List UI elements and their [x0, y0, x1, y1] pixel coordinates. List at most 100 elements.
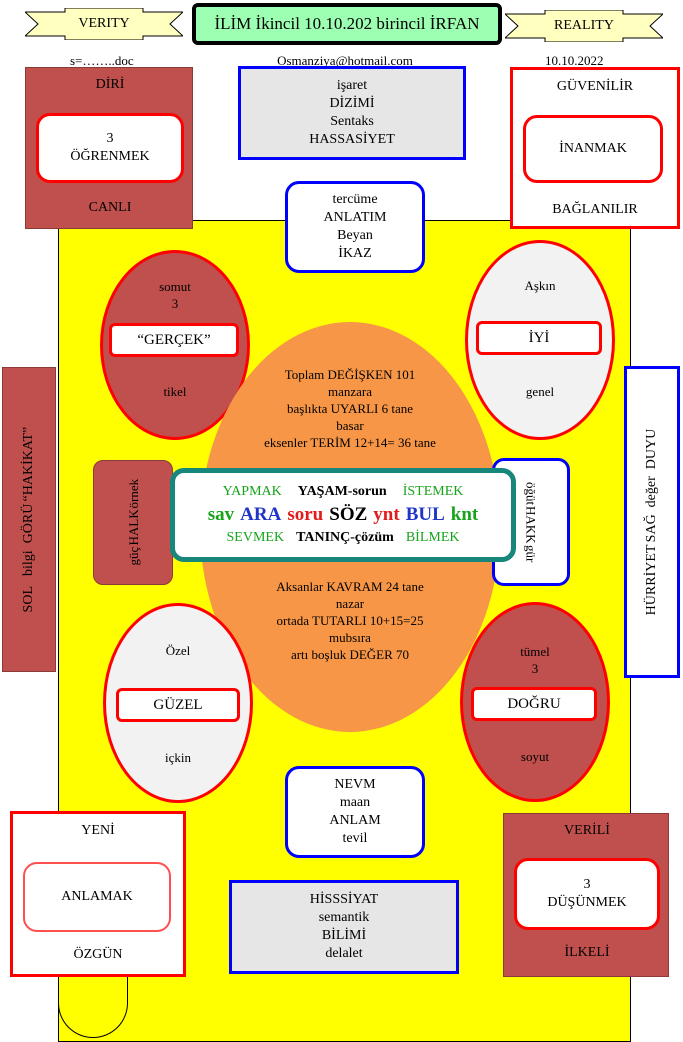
top-gray-line: Sentaks — [330, 114, 374, 129]
ellipse-lower-right-top: tümel 3 — [463, 643, 607, 677]
orange-lower-line: mubsıra — [329, 630, 371, 645]
filename-label: s=……..doc — [70, 53, 134, 68]
orange-lower-line: Aksanlar KAVRAM 24 tane — [276, 579, 424, 594]
bottom-gray-line: delalet — [325, 946, 363, 961]
bottom-blue-line: tevil — [342, 831, 368, 846]
ribbon-shape — [505, 10, 663, 42]
center-word: ARA — [240, 504, 282, 525]
orange-upper-text: Toplam DEĞİŞKEN 101 manzara başlıkta UYA… — [210, 366, 490, 451]
center-word: knt — [450, 504, 479, 525]
corner-top-left-inner-line: ÖĞRENMEK — [70, 149, 150, 164]
right-outer-line: HÜRRİYET — [644, 544, 659, 616]
corner-top-right-inner-line: İNANMAK — [559, 141, 627, 156]
center-box: YAPMAK YAŞAM-sorun İSTEMEK sav ARA soru … — [170, 468, 516, 562]
orange-upper-line: eksenler TERİM 12+14= 36 tane — [264, 435, 436, 450]
ellipse-lower-right-bottom: soyut — [520, 749, 550, 764]
left-outer-box: SOL bilgi GÖRÜ “HAKİKAT” — [2, 367, 56, 672]
ribbon-shape — [25, 8, 183, 40]
left-outer-line: SOL bilgi GÖRÜ — [21, 503, 36, 613]
ellipse-lower-right-top-line: 3 — [531, 661, 539, 676]
center-row-1: YAPMAK YAŞAM-sorun İSTEMEK — [223, 483, 464, 501]
right-inner-line: öğüt — [523, 481, 539, 506]
corner-bottom-left-top: YENİ — [81, 823, 115, 838]
orange-upper-line: basar — [336, 418, 364, 433]
top-blue-line: Beyan — [337, 228, 373, 243]
ellipse-upper-left: somut 3 “GERÇEK” tikel — [100, 250, 250, 440]
corner-top-right: GÜVENİLİR İNANMAK BAĞLANILIR — [510, 67, 680, 229]
right-outer-text: HÜRRİYET SAĞ değer DUYU — [643, 429, 661, 615]
bottom-blue-block: NEVM maan ANLAM tevil — [285, 766, 425, 858]
top-gray-block: işaret DİZİMİ Sentaks HASSASİYET — [238, 66, 466, 160]
bottom-gray-line: HİSSSİYAT — [309, 892, 379, 907]
date-label: 10.10.2022 — [545, 53, 604, 68]
orange-lower-line: ortada TUTARLI 10+15=25 — [276, 613, 424, 628]
top-gray-line: HASSASİYET — [309, 132, 395, 147]
center-word: ynt — [373, 504, 400, 525]
reality-label: REALITY — [554, 18, 614, 33]
corner-top-right-top: GÜVENİLİR — [556, 79, 634, 94]
center-word: SEVMEK — [226, 530, 285, 545]
corner-top-left-bottom: CANLI — [88, 200, 132, 215]
ellipse-lower-right-top-line: tümel — [520, 644, 550, 659]
corner-bottom-right: VERİLİ 3 DÜŞÜNMEK İLKELİ — [503, 813, 669, 977]
ellipse-upper-right: Aşkın İYİ genel — [465, 240, 615, 440]
corner-bottom-right-inner: 3 DÜŞÜNMEK — [514, 858, 660, 930]
corner-top-left-inner-line: 3 — [106, 131, 114, 146]
ellipse-lower-left: Özel GÜZEL içkin — [103, 603, 253, 803]
center-word: soru — [287, 504, 324, 525]
ellipse-upper-left-top-line: 3 — [171, 296, 179, 311]
corner-bottom-right-bottom: İLKELİ — [564, 945, 610, 960]
corner-bottom-right-inner-line: DÜŞÜNMEK — [547, 895, 627, 910]
center-word: BİLMEK — [405, 530, 460, 545]
left-inner-line: güç — [125, 546, 141, 566]
page-title: İLİM İkincil 10.10.202 birincil İRFAN — [192, 3, 502, 45]
corner-top-left-inner: 3 ÖĞRENMEK — [36, 113, 184, 183]
corner-top-left-top: DİRİ — [95, 77, 125, 92]
center-word: İSTEMEK — [402, 484, 464, 499]
center-row-2: sav ARA soru SÖZ ynt BUL knt — [208, 504, 478, 526]
left-outer-line: “HAKİKAT” — [21, 426, 36, 502]
top-blue-line: ANLATIM — [323, 210, 387, 225]
center-word: YAŞAM-sorun — [297, 484, 387, 499]
top-blue-line: İKAZ — [338, 246, 372, 261]
center-word: TANINÇ-çözüm — [296, 530, 394, 545]
corner-bottom-right-top: VERİLİ — [564, 823, 610, 838]
right-inner-line: HAKK — [523, 506, 539, 544]
left-inner-box: güç HALK örnek — [93, 460, 173, 585]
orange-lower-line: artı boşluk DEĞER 70 — [290, 647, 410, 662]
bottom-blue-line: maan — [339, 795, 371, 810]
right-inner-line: gür — [523, 544, 539, 563]
bottom-gray-line: BİLİMİ — [321, 928, 367, 943]
email-label: Osmanziya@hotmail.com — [277, 53, 413, 68]
bottom-blue-line: ANLAM — [329, 813, 381, 828]
right-outer-box: HÜRRİYET SAĞ değer DUYU — [624, 366, 680, 678]
left-outer-text: SOL bilgi GÖRÜ “HAKİKAT” — [20, 427, 38, 612]
left-inner-line: örnek — [125, 479, 141, 509]
ellipse-upper-left-top-line: somut — [159, 279, 191, 294]
left-inner-text: güç HALK örnek — [125, 479, 142, 566]
verity-label: VERITY — [78, 16, 130, 31]
orange-upper-line: başlıkta UYARLI 6 tane — [286, 401, 413, 416]
orange-upper-line: Toplam DEĞİŞKEN 101 — [284, 367, 416, 382]
center-word: sav — [207, 504, 235, 525]
ellipse-upper-right-top: Aşkın — [524, 278, 556, 293]
ellipse-lower-left-label: GÜZEL — [116, 688, 240, 722]
corner-top-right-inner: İNANMAK — [523, 115, 663, 183]
ellipse-upper-right-label: İYİ — [476, 321, 602, 355]
ellipse-lower-right-label: DOĞRU — [471, 687, 597, 721]
orange-lower-line: nazar — [335, 596, 365, 611]
right-inner-text: öğüt HAKK gür — [523, 482, 540, 562]
ellipse-lower-left-bottom: içkin — [165, 750, 191, 765]
corner-bottom-left-inner-line: ANLAMAK — [61, 889, 133, 904]
corner-top-left: DİRİ 3 ÖĞRENMEK CANLI — [25, 67, 193, 229]
ellipse-upper-left-bottom: tikel — [163, 384, 187, 399]
top-gray-line: işaret — [336, 78, 368, 93]
orange-upper-line: manzara — [327, 384, 373, 399]
verity-ribbon: VERITY — [25, 8, 183, 40]
center-word: SÖZ — [329, 504, 368, 525]
corner-bottom-right-inner-line: 3 — [583, 877, 591, 892]
bottom-gray-block: HİSSSİYAT semantik BİLİMİ delalet — [229, 880, 459, 974]
top-blue-line: tercüme — [332, 192, 378, 207]
corner-bottom-left: YENİ ANLAMAK ÖZGÜN — [10, 811, 186, 977]
center-row-3: SEVMEK TANINÇ-çözüm BİLMEK — [227, 529, 460, 547]
